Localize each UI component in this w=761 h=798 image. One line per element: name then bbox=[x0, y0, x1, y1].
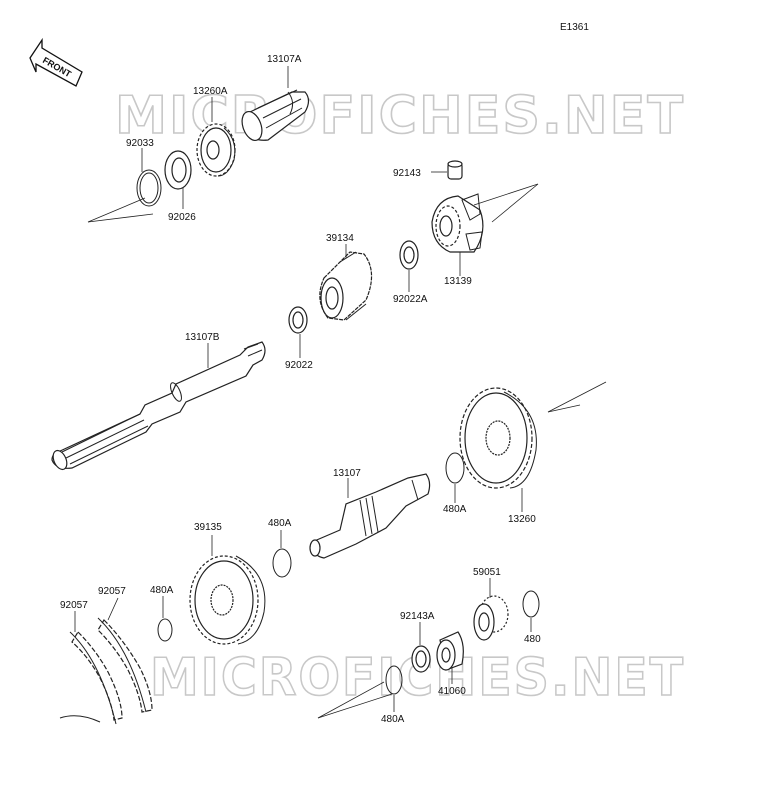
circlip-480a-bottom bbox=[385, 665, 403, 695]
label-92057-b: 92057 bbox=[98, 586, 126, 597]
diagram-code: E1361 bbox=[560, 22, 589, 33]
label-39134: 39134 bbox=[326, 233, 354, 244]
washer-92022 bbox=[288, 306, 308, 334]
label-13260a: 13260A bbox=[193, 86, 228, 97]
shaft-13107b bbox=[51, 341, 266, 471]
label-92022: 92022 bbox=[285, 360, 313, 371]
collar-92143 bbox=[447, 160, 463, 180]
shifter-39134 bbox=[319, 251, 373, 321]
label-41060: 41060 bbox=[438, 686, 466, 697]
gear-13139 bbox=[431, 193, 484, 253]
label-480a-bottom: 480A bbox=[381, 714, 405, 725]
circlip-480a-left bbox=[157, 618, 173, 642]
label-480a-left: 480A bbox=[150, 585, 174, 596]
label-13107b: 13107B bbox=[185, 332, 220, 343]
label-13107: 13107 bbox=[333, 468, 361, 479]
washer-92026 bbox=[164, 150, 192, 190]
label-13139: 13139 bbox=[444, 276, 472, 287]
label-480a-middle: 480A bbox=[268, 518, 292, 529]
gear-59051 bbox=[473, 595, 509, 641]
washer-92022a bbox=[399, 240, 419, 270]
gear-13260a bbox=[196, 123, 236, 177]
label-92022a: 92022A bbox=[393, 294, 428, 305]
label-92057-a: 92057 bbox=[60, 600, 88, 611]
chain-92057-a bbox=[69, 631, 123, 725]
label-13107a: 13107A bbox=[267, 54, 302, 65]
gear-39135 bbox=[189, 555, 266, 645]
gear-13260 bbox=[459, 387, 537, 489]
circlip-480a-right bbox=[445, 452, 465, 484]
sleeve-13107a bbox=[241, 89, 310, 142]
label-480a-right: 480A bbox=[443, 504, 467, 515]
circlip-480 bbox=[522, 590, 540, 618]
collar-92143a bbox=[411, 645, 431, 673]
label-39135: 39135 bbox=[194, 522, 222, 533]
label-59051: 59051 bbox=[473, 567, 501, 578]
shaft-13107 bbox=[309, 473, 431, 559]
label-92143a: 92143A bbox=[400, 611, 435, 622]
circlip-480a-middle bbox=[272, 548, 292, 578]
front-arrow-icon: FRONT bbox=[29, 37, 83, 87]
hub-41060 bbox=[436, 631, 464, 671]
circlip-92033 bbox=[136, 169, 162, 207]
label-92143: 92143 bbox=[393, 168, 421, 179]
label-92026: 92026 bbox=[168, 212, 196, 223]
label-92033: 92033 bbox=[126, 138, 154, 149]
chain-92057-b bbox=[97, 617, 153, 713]
label-480: 480 bbox=[524, 634, 541, 645]
label-13260: 13260 bbox=[508, 514, 536, 525]
